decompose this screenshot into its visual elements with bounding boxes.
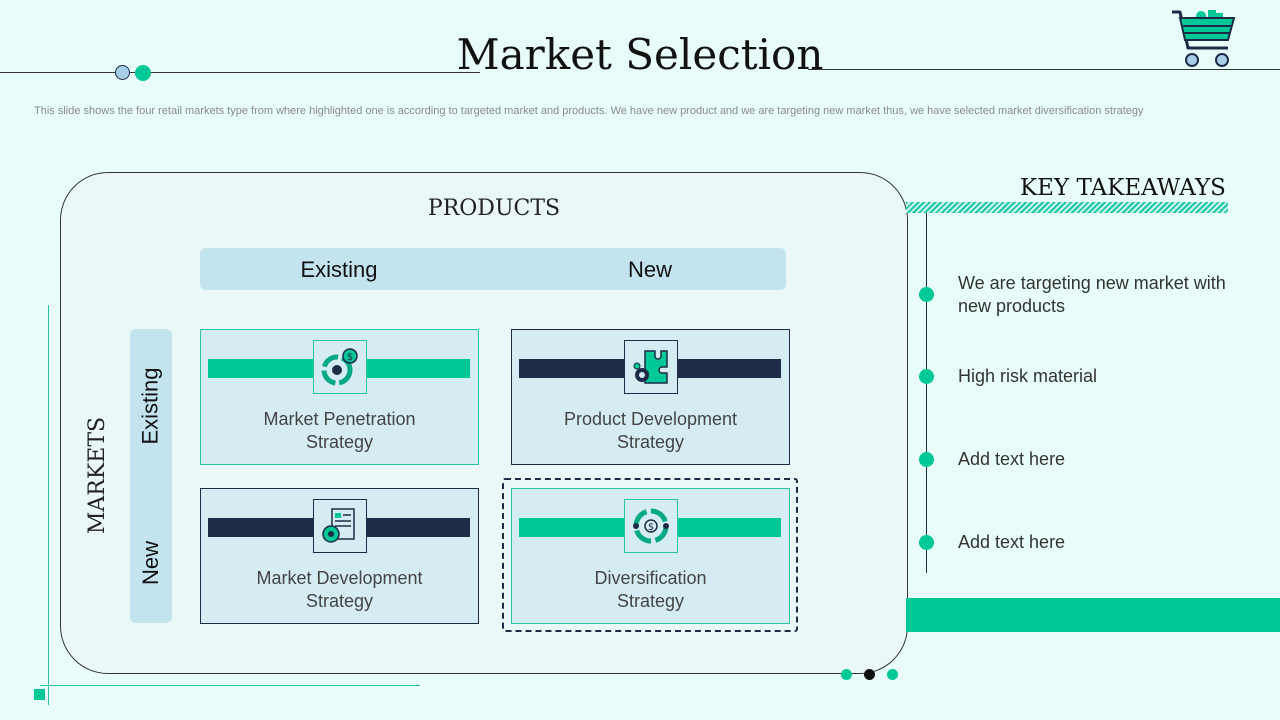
cell-label: Market Penetration Strategy: [263, 409, 416, 452]
chart-dollar-icon: $: [313, 340, 367, 394]
cell-label: Product Development Strategy: [563, 409, 738, 452]
takeaway-item: We are targeting new market with new pro…: [958, 273, 1226, 316]
svg-text:$: $: [648, 522, 654, 533]
header-line-left: [0, 72, 480, 73]
row-label-new-text: New: [138, 540, 164, 586]
cell-diversification: $ Diversification Strategy: [511, 488, 790, 624]
header-line-right: [808, 69, 1280, 70]
key-takeaways-accent-bar: [906, 598, 1280, 632]
cell-label: Market Development Strategy: [256, 568, 423, 611]
key-takeaways-title: KEY TAKEAWAYS: [1020, 175, 1226, 201]
takeaway-item: Add text here: [958, 532, 1066, 552]
row-label-existing: Existing: [130, 341, 172, 471]
takeaway-item: High risk material: [958, 366, 1098, 386]
takeaway-bullet: [919, 452, 934, 467]
markets-axis-label: MARKETS: [68, 400, 128, 550]
cell-product-development: Product Development Strategy: [511, 329, 790, 465]
decorative-line-vertical: [48, 305, 49, 705]
takeaway-item: Add text here: [958, 449, 1066, 469]
row-label-new: New: [130, 498, 172, 628]
page-title: Market Selection: [456, 30, 824, 79]
shopping-cart-icon: [1170, 8, 1240, 70]
key-takeaways-stripe: [906, 202, 1228, 213]
frame-dot-navy: [864, 669, 875, 680]
markets-axis-text: MARKETS: [85, 416, 111, 534]
column-header-bar: [200, 248, 786, 290]
column-label-existing: Existing: [300, 257, 378, 282]
key-takeaways-timeline: [926, 213, 927, 573]
row-label-existing-text: Existing: [138, 367, 164, 445]
svg-text:$: $: [347, 352, 353, 363]
cell-market-penetration: $ Market Penetration Strategy: [200, 329, 479, 465]
takeaway-bullet: [919, 369, 934, 384]
cell-label: Diversification Strategy: [594, 568, 707, 611]
column-label-new: New: [627, 257, 672, 282]
cell-market-development: Market Development Strategy: [200, 488, 479, 624]
document-gear-icon: [313, 499, 367, 553]
header-dot-teal: [135, 65, 151, 81]
frame-dot-teal-left: [841, 669, 852, 680]
puzzle-gear-icon: [624, 340, 678, 394]
decorative-line-horizontal: [40, 685, 420, 686]
header-dot-blue: [115, 65, 130, 80]
page-subtitle: This slide shows the four retail markets…: [34, 105, 1144, 117]
dollar-target-icon: $: [624, 499, 678, 553]
frame-dot-teal-right: [887, 669, 898, 680]
decorative-square: [34, 689, 45, 700]
products-axis-label: PRODUCTS: [427, 196, 561, 221]
highlight-dashed-border: [502, 478, 798, 632]
takeaway-bullet: [919, 535, 934, 550]
row-header-bar: [130, 329, 172, 623]
takeaway-bullet: [919, 287, 934, 302]
